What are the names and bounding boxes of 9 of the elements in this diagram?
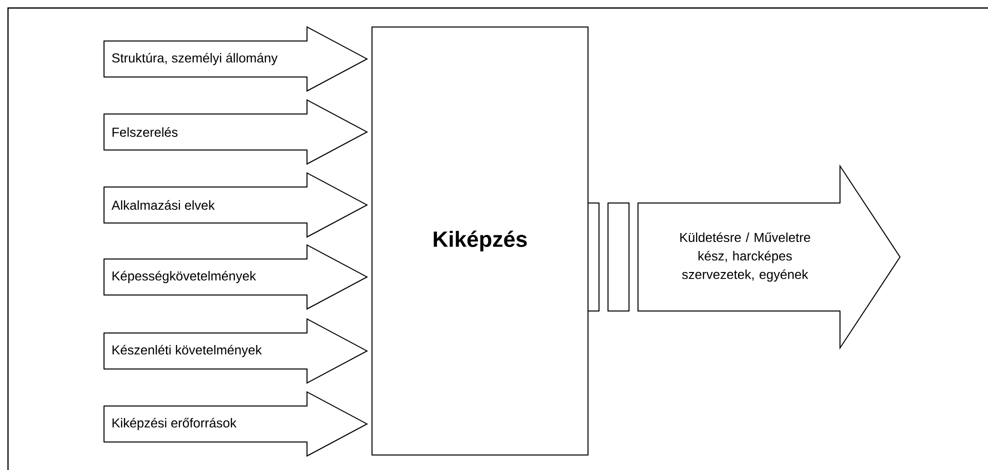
pointed-box: Kiképzési erőforrások [104,391,368,457]
pointed-box: Készenléti követelmények [104,318,368,384]
pointed-box: Felszerelés [104,99,368,165]
pointed-box: Alkalmazási elvek [104,172,368,238]
pointed-box: Küldetésre / Műveletre kész, harcképes szervezetek, egyének [638,164,901,350]
bar [608,202,630,312]
bar [588,202,600,312]
pointed-box: Képességkövetelmények [104,244,368,310]
pointed-box: Struktúra, személyi állomány [104,26,368,92]
